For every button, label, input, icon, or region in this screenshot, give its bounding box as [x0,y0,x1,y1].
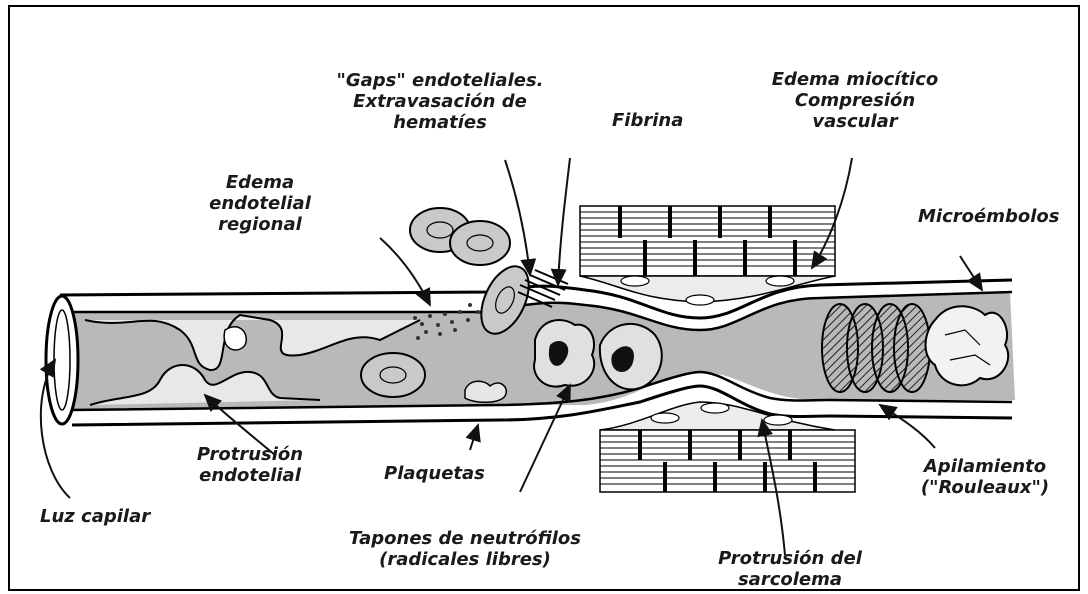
label-tapones-line2: (radicales libres) [320,549,610,570]
label-edema-miocitico: Edema miocítico Compresión vascular [750,69,960,132]
label-protrusion-endotelial-line2: endotelial [180,465,320,486]
label-tapones-line1: Tapones de neutrófilos [320,528,610,549]
rouleaux-stack [822,304,930,392]
label-edema-endotelial-line1: Edema [205,172,315,193]
label-protrusion-sarcolema-line1: Protrusión del [700,548,880,569]
label-gaps-endoteliales: "Gaps" endoteliales. Extravasación de he… [290,70,590,133]
label-protrusion-sarcolema: Protrusión del sarcolema [700,548,880,590]
label-apilamiento-line1: Apilamiento [905,456,1065,477]
label-plaquetas: Plaquetas [384,463,485,484]
label-protrusion-endotelial: Protrusión endotelial [180,444,320,486]
label-gaps-line1: "Gaps" endoteliales. [290,70,590,91]
label-fibrina: Fibrina [612,110,683,131]
label-edema-endotelial-line3: regional [205,214,315,235]
label-apilamiento: Apilamiento ("Rouleaux") [905,456,1065,498]
label-tapones-neutrofilos: Tapones de neutrófilos (radicales libres… [320,528,610,570]
label-protrusion-sarcolema-line2: sarcolema [700,569,880,590]
label-luz-capilar: Luz capilar [40,506,150,527]
label-microembolos: Microémbolos [918,206,1059,227]
label-gaps-line3: hematíes [290,112,590,133]
label-gaps-line2: Extravasación de [290,91,590,112]
label-protrusion-endotelial-line1: Protrusión [180,444,320,465]
label-edema-miocitico-line2: Compresión [750,90,960,111]
label-edema-miocitico-line1: Edema miocítico [750,69,960,90]
platelets [465,381,506,402]
label-edema-endotelial-line2: endotelial [205,193,315,214]
upper-myocyte [580,206,835,305]
label-apilamiento-line2: ("Rouleaux") [905,477,1065,498]
label-edema-miocitico-line3: vascular [750,111,960,132]
microemboli [926,306,1009,385]
label-edema-endotelial: Edema endotelial regional [205,172,315,235]
